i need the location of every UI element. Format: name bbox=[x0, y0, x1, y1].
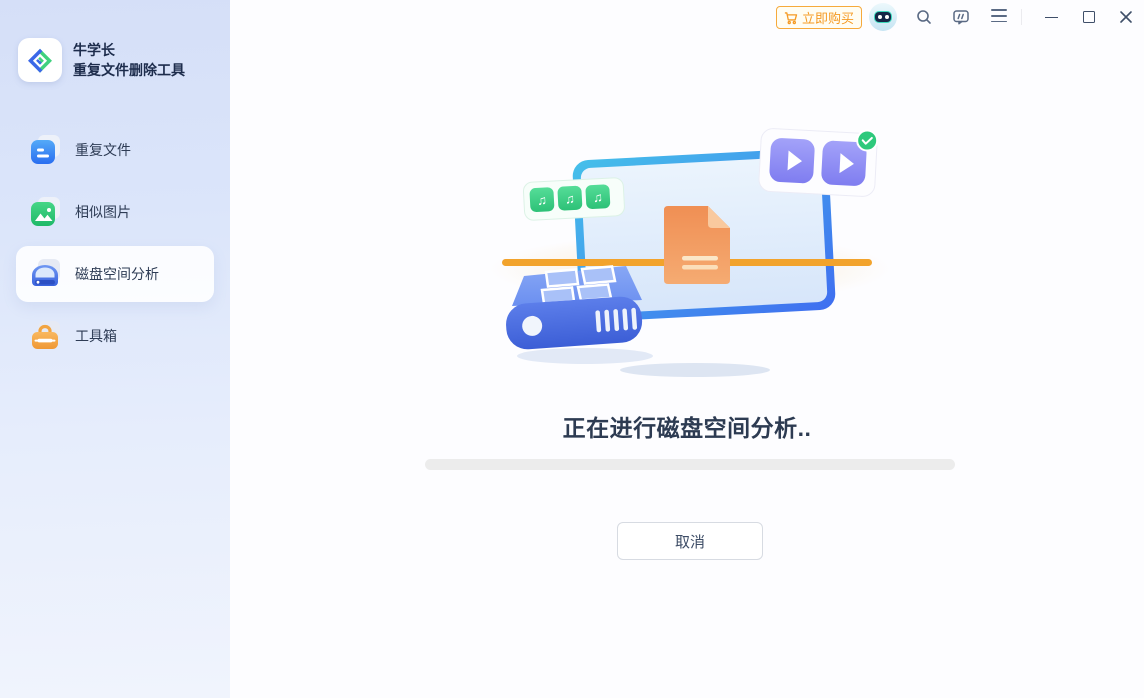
search-icon[interactable] bbox=[915, 8, 933, 26]
titlebar: 立即购买 bbox=[230, 0, 1144, 36]
duplicate-file-icon bbox=[31, 135, 60, 164]
sidebar-item-similar-images[interactable]: 相似图片 bbox=[16, 184, 214, 240]
sidebar-item-disk-analysis[interactable]: 磁盘空间分析 bbox=[16, 246, 214, 302]
sidebar-item-label: 重复文件 bbox=[75, 142, 131, 158]
menu-icon[interactable] bbox=[991, 9, 1007, 23]
disk-analysis-icon bbox=[32, 259, 60, 286]
disk-scan-illustration: ♫ ♫ ♫ bbox=[490, 128, 890, 377]
cart-icon bbox=[784, 11, 798, 24]
buy-now-button[interactable]: 立即购买 bbox=[776, 6, 863, 29]
app-title: 牛学长 重复文件删除工具 bbox=[73, 40, 185, 81]
sidebar-item-toolbox[interactable]: 工具箱 bbox=[16, 308, 214, 364]
music-note-icon: ♫ bbox=[565, 191, 576, 206]
similar-image-icon bbox=[31, 197, 60, 226]
app-logo-icon bbox=[18, 38, 62, 82]
sidebar-nav: 重复文件 相似图片 bbox=[0, 122, 230, 364]
ground-shadow bbox=[620, 363, 770, 377]
toolbox-icon bbox=[32, 321, 60, 349]
brand: 牛学长 重复文件删除工具 bbox=[0, 0, 230, 82]
sidebar-item-label: 相似图片 bbox=[75, 204, 131, 220]
maximize-button[interactable] bbox=[1076, 4, 1102, 30]
music-note-icon: ♫ bbox=[537, 192, 548, 207]
buy-now-label: 立即购买 bbox=[802, 11, 855, 26]
hard-drive-graphic bbox=[506, 265, 643, 350]
titlebar-divider bbox=[1021, 9, 1022, 25]
play-icon bbox=[839, 153, 854, 174]
document-graphic bbox=[664, 206, 730, 284]
sidebar: 牛学长 重复文件删除工具 重复文件 bbox=[0, 0, 230, 698]
status-title: 正在进行磁盘空间分析.. bbox=[562, 415, 812, 441]
video-files-card bbox=[758, 128, 879, 197]
sidebar-item-duplicate-files[interactable]: 重复文件 bbox=[16, 122, 214, 178]
check-badge-icon bbox=[856, 129, 879, 152]
play-icon bbox=[787, 150, 803, 171]
music-files-card: ♫ ♫ ♫ bbox=[522, 177, 625, 221]
sidebar-item-label: 工具箱 bbox=[75, 328, 117, 344]
close-button[interactable] bbox=[1113, 4, 1139, 30]
feedback-icon[interactable] bbox=[952, 8, 970, 26]
progress-bar bbox=[425, 459, 955, 470]
minimize-button[interactable] bbox=[1038, 4, 1064, 30]
app-title-line1: 牛学长 bbox=[73, 41, 115, 58]
sidebar-item-label: 磁盘空间分析 bbox=[75, 266, 159, 282]
assistant-robot-icon[interactable] bbox=[869, 3, 897, 31]
app-title-line2: 重复文件删除工具 bbox=[73, 62, 185, 78]
music-note-icon: ♫ bbox=[593, 190, 604, 205]
cancel-button[interactable]: 取消 bbox=[617, 522, 763, 560]
